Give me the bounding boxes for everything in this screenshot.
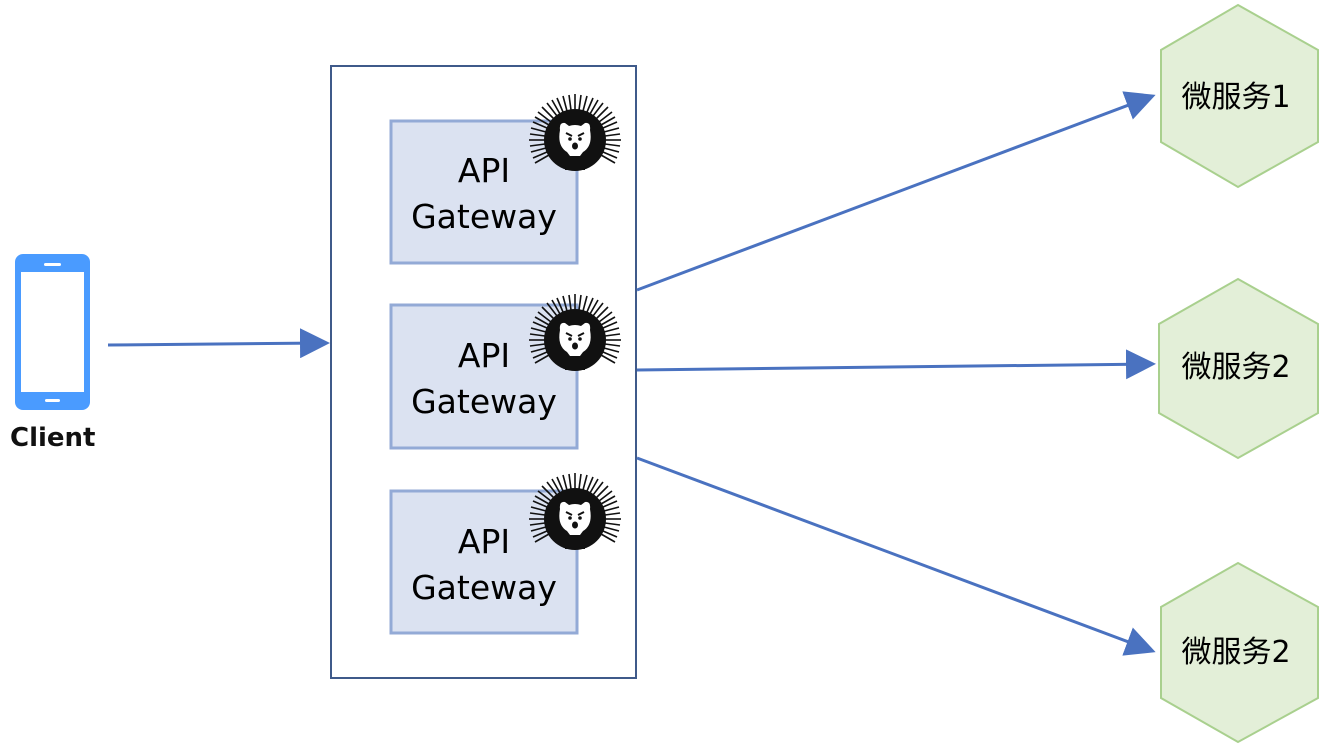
microservice-hexagon: [1158, 277, 1319, 460]
api-gateway-node: API Gateway: [389, 93, 622, 265]
gateway-to-service-1-arrow: [636, 91, 1156, 292]
gateway-to-service-2-arrow: [636, 349, 1156, 380]
api-gateway-label-line1: API: [458, 151, 510, 190]
api-gateway-label-line2: Gateway: [411, 568, 557, 607]
microservice-node: 微服务1: [1160, 3, 1319, 189]
microservice-hexagon: [1160, 561, 1319, 744]
microservice-label: 微服务1: [1181, 80, 1290, 115]
api-gateway-label-line2: Gateway: [411, 382, 557, 421]
phone-screen: [21, 272, 84, 392]
microservice-node: 微服务2: [1158, 277, 1319, 460]
client-device: Client: [10, 254, 95, 453]
microservice-node: 微服务2: [1160, 561, 1319, 744]
api-gateway-label-line1: API: [458, 522, 510, 561]
microservice-hexagon: [1160, 3, 1319, 189]
api-gateway-node: API Gateway: [389, 293, 622, 450]
api-gateway-node: API Gateway: [389, 472, 622, 635]
microservice-label: 微服务2: [1181, 635, 1290, 670]
gateway-to-service-3-arrow: [636, 456, 1156, 656]
client-to-gateway-arrow: [107, 328, 330, 359]
api-gateway-box: [389, 303, 579, 450]
phone-home-bar: [45, 399, 60, 402]
phone-speaker: [44, 263, 61, 266]
api-gateway-label-line1: API: [458, 336, 510, 375]
api-gateway-label-line2: Gateway: [411, 197, 557, 236]
microservice-label: 微服务2: [1181, 350, 1290, 385]
client-label: Client: [10, 423, 95, 453]
